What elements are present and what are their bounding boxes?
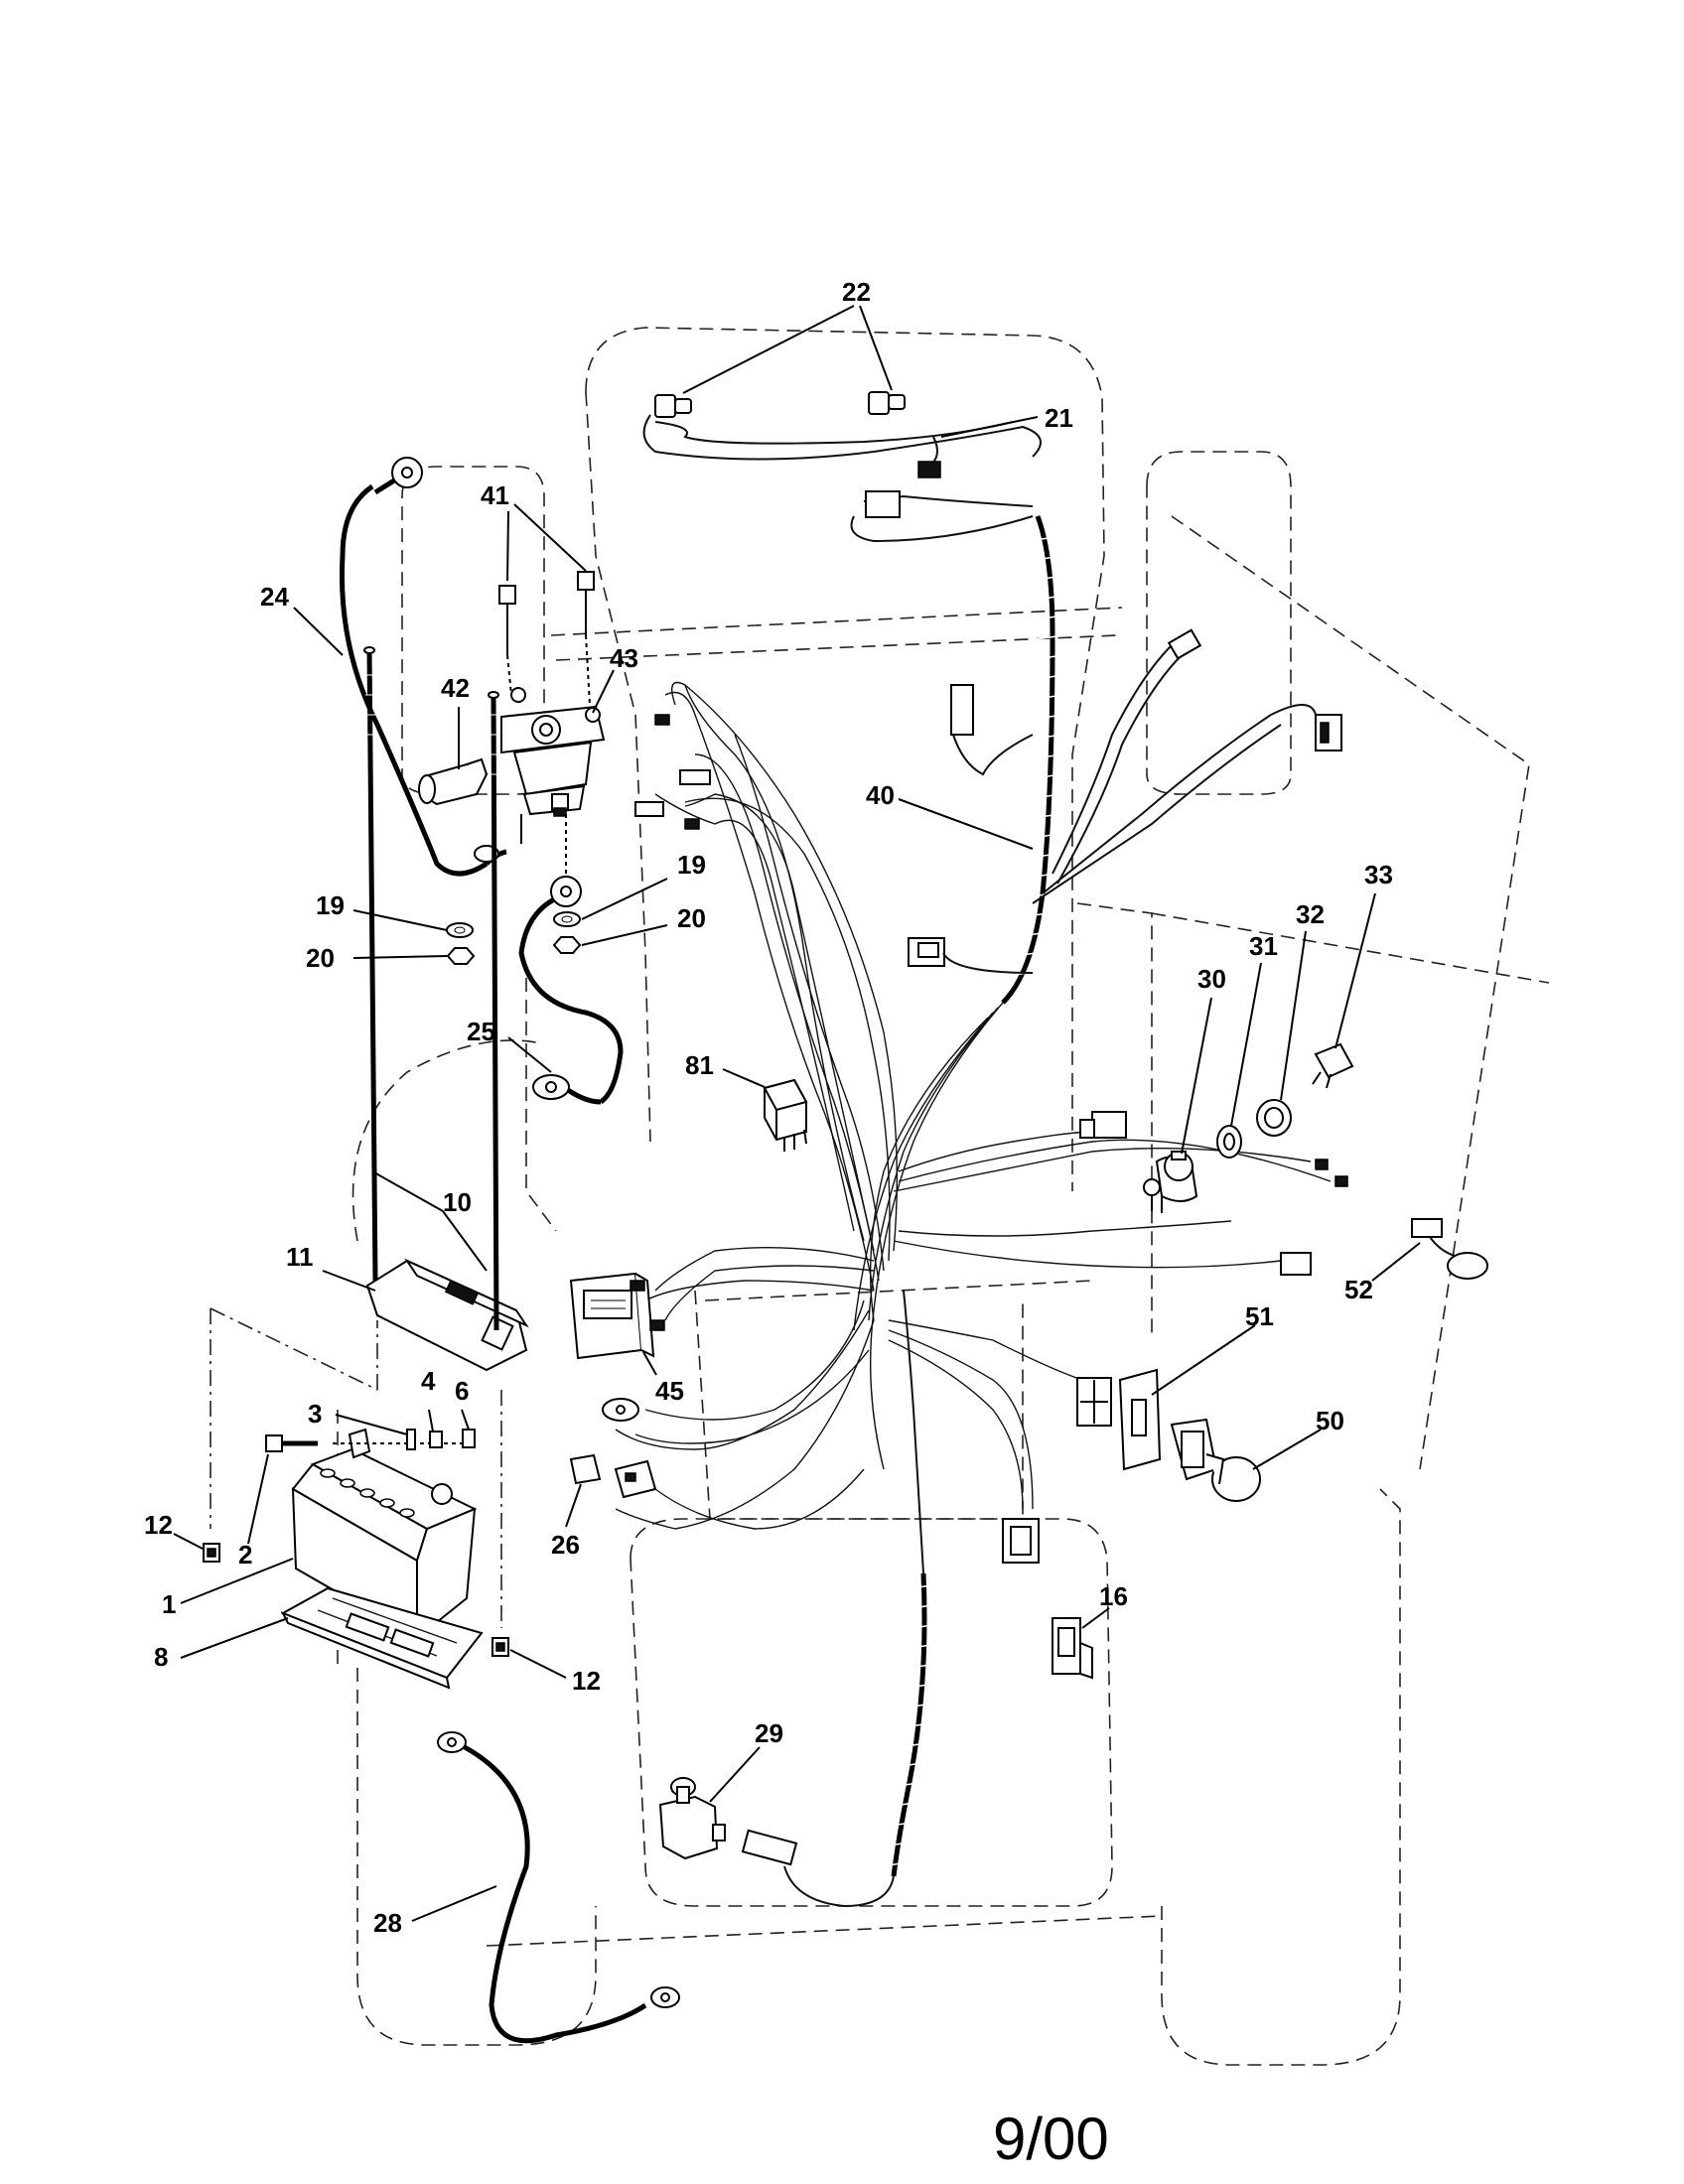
callout-33: 33 [1364,860,1393,889]
callout-51: 51 [1245,1301,1274,1331]
callout-16: 16 [1099,1581,1128,1611]
callout-30: 30 [1197,964,1226,994]
callout-leaders [173,305,1421,1922]
callout-52: 52 [1344,1275,1373,1304]
callout-8: 8 [154,1642,168,1672]
terminal-d [634,801,664,817]
washers-and-nuts [446,911,582,965]
callout-24: 24 [260,582,289,612]
pto-connector [741,1829,798,1866]
terminal-c [684,818,700,830]
callout-81: 81 [685,1050,714,1080]
battery-1 [291,1428,478,1641]
coiled-wire-harness-40 [992,515,1064,1005]
callout-31: 31 [1249,931,1278,961]
callout-20-left: 20 [306,943,335,973]
harness-connector-top [865,490,901,518]
small-hardware-3-4-6 [333,1429,476,1450]
connector-b [1091,1111,1127,1139]
connector-c [1280,1252,1312,1276]
headlight-harness [642,391,1042,543]
connector-e [1167,628,1202,660]
callout-29: 29 [755,1718,783,1748]
starter-solenoid-43 [500,687,606,874]
headlight-connector [917,461,941,478]
terminal-boot-42 [418,757,489,806]
callout-28: 28 [373,1908,402,1938]
right-branch-harness [942,628,1342,974]
callout-43: 43 [610,643,638,673]
relay-81 [763,1078,808,1152]
harness-connectors [634,714,1348,1564]
light-switch-50 [1170,1418,1261,1502]
callout-19-right: 19 [677,850,706,880]
callout-40: 40 [866,780,895,810]
callout-25: 25 [467,1017,495,1046]
fuse-holder-26 [569,1453,865,1530]
light-52 [1411,1218,1488,1280]
connector-g [950,684,974,736]
ammeter-45 [569,1272,665,1422]
callout-labels: 22 21 41 24 43 42 40 19 19 20 20 33 32 3… [144,277,1393,1938]
callout-50: 50 [1316,1406,1344,1435]
headlight-bulb-right [868,391,890,415]
clips-12 [203,1543,509,1657]
callout-42: 42 [441,673,470,703]
callout-26: 26 [551,1530,580,1560]
callout-2: 2 [238,1540,252,1570]
date-code: 9/00 [993,2106,1109,2172]
callout-22: 22 [842,277,871,307]
callout-1: 1 [162,1589,176,1619]
callout-12-right: 12 [572,1666,601,1696]
callout-12-left: 12 [144,1510,173,1540]
switch-plate-51 [1076,1368,1162,1471]
callout-6: 6 [455,1376,469,1406]
main-harness-wires [615,681,1332,1530]
ground-cable-28 [437,1731,680,2044]
coiled-cable-lower [741,1290,940,1908]
headlight-bulb-left [654,394,676,418]
battery-holddown-11 [363,646,529,1372]
terminal-a [654,714,670,726]
callout-19-left: 19 [316,890,345,920]
callout-20-right: 20 [677,903,706,933]
callout-41: 41 [481,480,509,510]
terminal-b [679,769,711,785]
seat-switch-29 [658,1777,726,1860]
callout-11: 11 [286,1242,314,1272]
ignition-switch-group [1143,1042,1354,1213]
battery-cable-25 [518,876,624,1105]
tractor-phantom-outline [210,327,1550,2066]
callout-10: 10 [443,1187,472,1217]
callout-4: 4 [421,1366,436,1396]
callout-32: 32 [1296,899,1325,929]
battery-tray-8 [280,1586,484,1690]
callout-3: 3 [308,1399,322,1429]
connector-16 [1052,1617,1093,1680]
battery-bolt-2 [265,1434,318,1452]
callout-21: 21 [1045,403,1073,433]
solenoid-bolts-41 [498,571,595,706]
battery-cable-24 [339,457,507,877]
callout-45: 45 [655,1376,684,1406]
